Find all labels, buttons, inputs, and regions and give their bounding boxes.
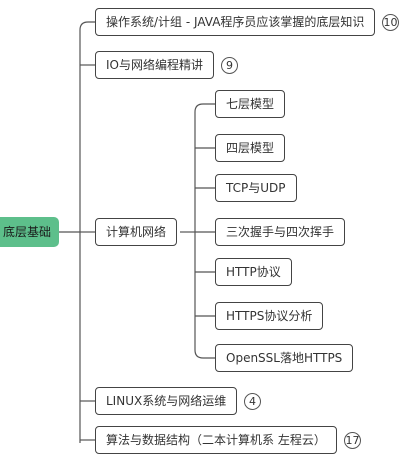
connector-lines [59,21,215,443]
node-handshake[interactable]: 三次握手与四次挥手 [215,218,346,246]
root-node[interactable]: 底层基础 [0,217,59,247]
child-count-badge[interactable]: 10 [382,14,399,31]
branch-os-architecture[interactable]: 操作系统/计组 - JAVA程序员应该掌握的底层知识 [95,8,376,36]
node-tcp-udp[interactable]: TCP与UDP [215,174,297,202]
node-seven-layer-model[interactable]: 七层模型 [215,90,286,118]
node-openssl-https[interactable]: OpenSSL落地HTTPS [215,344,354,372]
branch-linux-ops[interactable]: LINUX系统与网络运维 [95,387,238,415]
node-four-layer-model[interactable]: 四层模型 [215,134,286,162]
child-count-badge[interactable]: 4 [244,393,261,410]
branch-computer-network[interactable]: 计算机网络 [95,218,178,246]
child-count-badge[interactable]: 9 [221,57,238,74]
node-https[interactable]: HTTPS协议分析 [215,302,324,330]
branch-algorithms[interactable]: 算法与数据结构（二本计算机系 左程云） [95,426,337,454]
branch-io-network-programming[interactable]: IO与网络编程精讲 [95,51,214,79]
child-count-badge[interactable]: 17 [344,432,361,449]
node-http[interactable]: HTTP协议 [215,258,292,286]
